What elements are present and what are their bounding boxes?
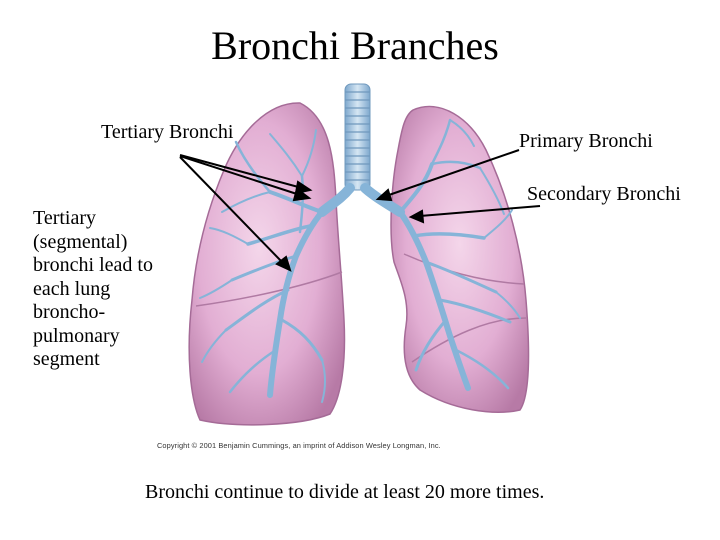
copyright-notice: Copyright © 2001 Benjamin Cummings, an i… — [157, 441, 441, 450]
side-note: Tertiary (segmental) bronchi lead to eac… — [33, 207, 153, 370]
arrow-tertiary-3 — [179, 156, 284, 264]
left-lung-fissure — [195, 271, 343, 307]
label-secondary-bronchi: Secondary Bronchi — [527, 183, 681, 205]
right-lung-fissure-upper — [403, 253, 525, 285]
trachea-rings — [345, 91, 370, 181]
label-tertiary-bronchi: Tertiary Bronchi — [101, 121, 234, 143]
arrow-primary — [385, 149, 520, 197]
caption: Bronchi continue to divide at least 20 m… — [145, 481, 545, 503]
arrow-tertiary-2 — [179, 155, 301, 196]
right-lung-fissure-lower — [411, 317, 527, 363]
left-lung — [188, 102, 346, 426]
arrow-tertiary-1 — [179, 154, 303, 189]
page-title: Bronchi Branches — [211, 23, 499, 68]
arrow-secondary — [419, 205, 541, 217]
bronchial-tree — [199, 118, 521, 403]
label-primary-bronchi: Primary Bronchi — [519, 130, 653, 152]
pointer-arrows — [179, 149, 541, 272]
